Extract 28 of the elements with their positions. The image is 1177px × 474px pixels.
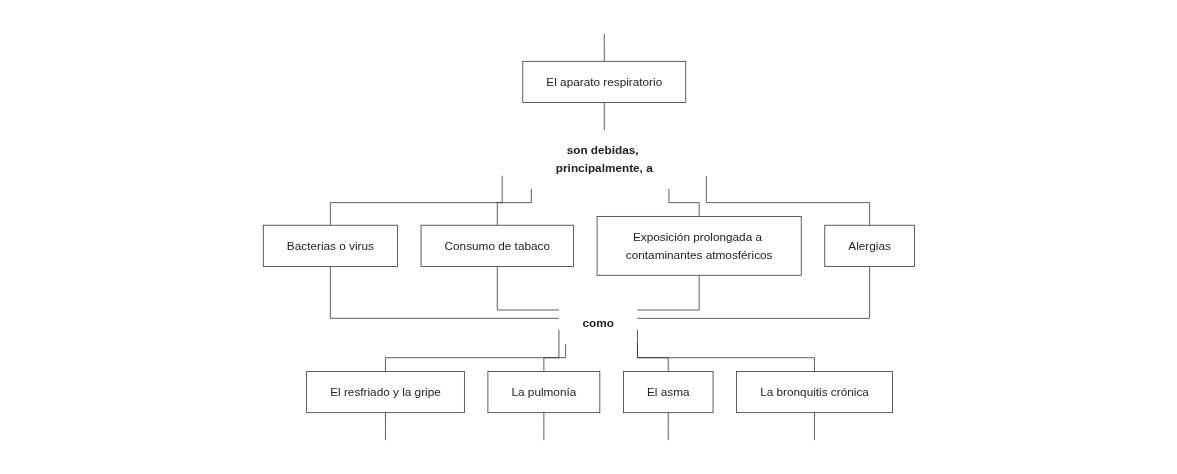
connector	[543, 412, 544, 441]
connector	[705, 175, 870, 226]
node-box: La pulmonía	[487, 371, 600, 414]
connector	[329, 175, 503, 226]
node-text: como	[582, 316, 614, 330]
node-box: El asma	[622, 371, 714, 414]
connector	[603, 102, 605, 131]
connector	[636, 274, 700, 311]
connector	[384, 412, 386, 441]
connector	[636, 329, 815, 372]
connector	[543, 343, 566, 372]
connector	[329, 266, 559, 319]
node-box: El resfriado y la gripe	[305, 371, 465, 414]
node-box: Consumo de tabaco	[420, 224, 574, 267]
connector	[668, 188, 700, 217]
node-text: son debidas, principalmente, a	[555, 143, 653, 175]
connector	[496, 266, 559, 311]
connector	[496, 188, 532, 226]
connector	[667, 412, 669, 441]
connector	[636, 266, 870, 319]
node-box: Exposición prolongada a contaminantes atmosféricos	[596, 216, 802, 276]
node-box: La bronquitis crónica	[735, 371, 893, 414]
connector	[384, 329, 559, 372]
node-box: Alergias	[824, 224, 915, 267]
connector	[813, 412, 815, 441]
node-box: Bacterias o virus	[262, 224, 398, 267]
node-box: El aparato respiratorio	[522, 60, 686, 103]
connector	[603, 33, 605, 62]
